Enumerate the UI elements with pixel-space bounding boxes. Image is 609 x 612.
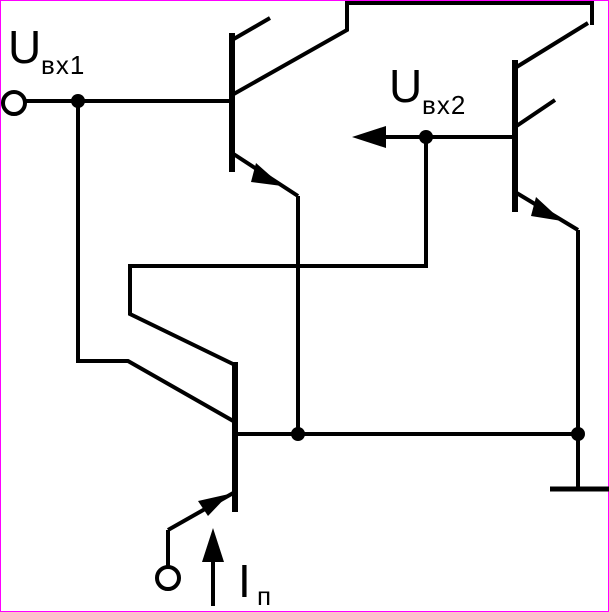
transistor-2-emitter-arrow: [531, 197, 562, 221]
input-2-arrow: [352, 126, 386, 148]
transistor-2-collector: [513, 21, 590, 70]
transistor-2-collector-stub: [513, 98, 557, 129]
input-2-feedback-wire: [128, 137, 428, 367]
current-label-main: I: [238, 555, 251, 607]
input-2-label-main: U: [389, 60, 423, 112]
transistor-1-collector-wire: [231, 1, 594, 97]
input-1-label-main: U: [8, 21, 42, 73]
current-arrow-head: [202, 528, 224, 562]
current-source-terminal: [155, 565, 181, 591]
current-label-sub: п: [257, 581, 273, 611]
current-source-emitter-arrow: [198, 494, 229, 516]
input-1-terminal: [1, 90, 27, 116]
input-1-label-sub: вх1: [41, 50, 86, 80]
input-2-label-sub: вх2: [422, 90, 467, 120]
transistor-1-collector-stub: [230, 16, 272, 42]
bus-junction-1: [291, 427, 305, 441]
transistor-1-emitter-arrow: [251, 163, 282, 186]
input-1-down-wire: [76, 101, 236, 424]
